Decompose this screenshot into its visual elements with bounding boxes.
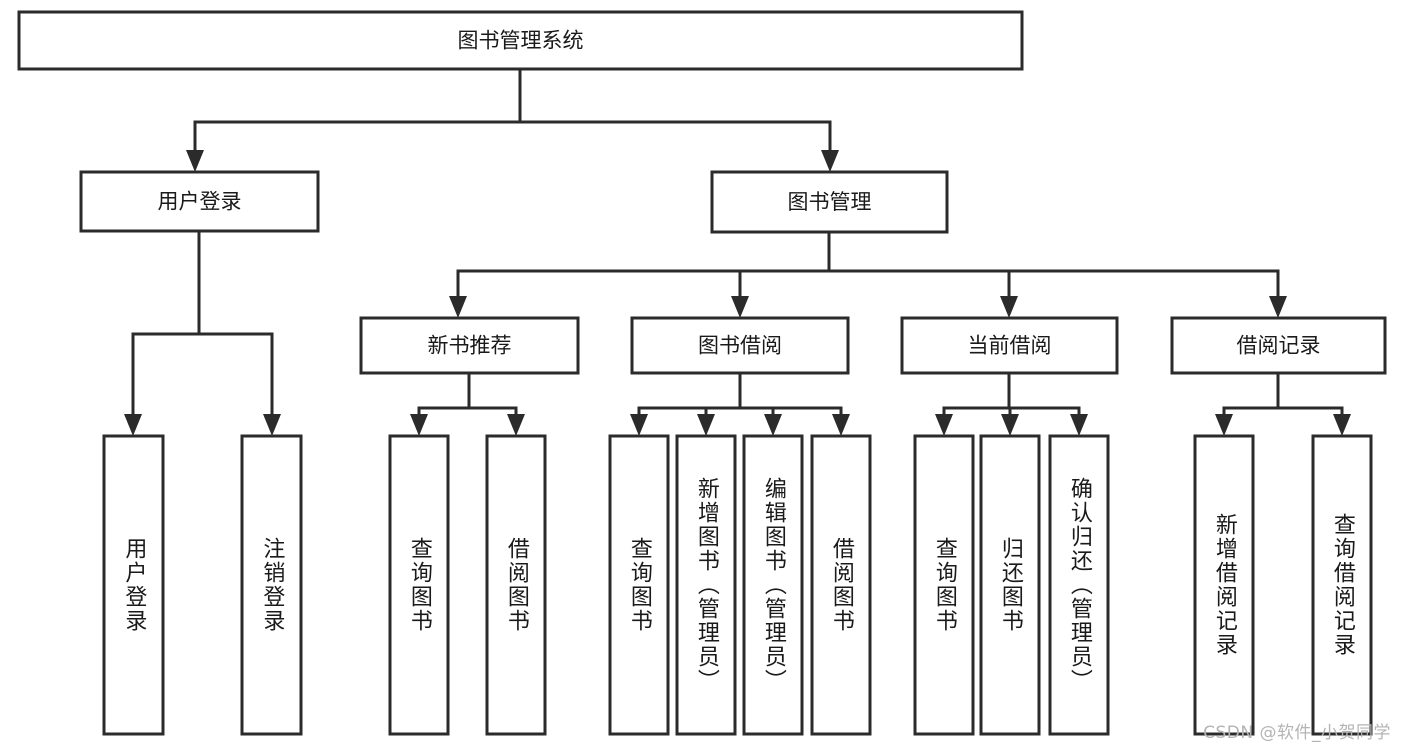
- node-book-manage-rect[interactable]: [710, 170, 949, 234]
- leaf-arrow-current-borrow-0: [935, 414, 953, 436]
- level3-arrow-0: [449, 296, 467, 318]
- node-user-login[interactable]: 用户登录: [79, 170, 320, 233]
- level3-arrow-3: [1269, 296, 1287, 318]
- node-book-manage[interactable]: 图书管理: [710, 170, 949, 234]
- leaf-add-book-admin-rect[interactable]: [675, 434, 737, 736]
- connectors-layer: [124, 67, 1351, 436]
- leaf-arrow-current-borrow-1: [1001, 414, 1019, 436]
- user-login-arrow-1: [263, 414, 281, 436]
- node-new-book-recommend[interactable]: 新书推荐: [359, 316, 580, 375]
- leaf-arrow-new-book-recommend-0: [410, 414, 428, 436]
- node-borrow-record-label: 借阅记录: [1237, 334, 1321, 358]
- level2-arrow-1: [821, 150, 839, 172]
- leaf-query-book-1-rect[interactable]: [388, 434, 450, 736]
- level3-arrow-1: [731, 296, 749, 318]
- node-book-borrow-label: 图书借阅: [698, 334, 782, 358]
- user-login-arrow-0: [124, 414, 142, 436]
- leaf-borrow-book-2-rect[interactable]: [810, 434, 872, 736]
- node-new-book-recommend-rect[interactable]: [359, 316, 580, 375]
- leaf-query-book-3-rect[interactable]: [913, 434, 975, 736]
- leaf-arrow-book-borrow-1: [697, 414, 715, 436]
- leaf-query-borrow-record-rect[interactable]: [1311, 434, 1373, 736]
- leaf-arrow-book-borrow-3: [832, 414, 850, 436]
- node-current-borrow-rect[interactable]: [900, 316, 1119, 375]
- node-borrow-record[interactable]: 借阅记录: [1170, 316, 1387, 375]
- level3-arrow-2: [1000, 296, 1018, 318]
- node-book-manage-label: 图书管理: [788, 190, 872, 214]
- leaf-borrow-book-1-rect[interactable]: [485, 434, 547, 736]
- node-current-borrow-label: 当前借阅: [968, 334, 1052, 358]
- leaf-add-borrow-record-rect[interactable]: [1193, 434, 1255, 736]
- leaf-user-login-do-rect[interactable]: [102, 434, 165, 736]
- node-root-label: 图书管理系统: [458, 29, 584, 53]
- node-book-borrow-rect[interactable]: [630, 316, 850, 375]
- node-user-login-rect[interactable]: [79, 170, 320, 233]
- leaf-edit-book-admin-rect[interactable]: [742, 434, 804, 736]
- leaf-arrow-book-borrow-0: [630, 414, 648, 436]
- leaf-arrow-borrow-record-1: [1333, 414, 1351, 436]
- node-new-book-recommend-label: 新书推荐: [428, 334, 512, 358]
- node-book-borrow[interactable]: 图书借阅: [630, 316, 850, 375]
- node-root-rect[interactable]: [17, 10, 1024, 71]
- node-user-login-label: 用户登录: [158, 190, 242, 214]
- node-root[interactable]: 图书管理系统: [17, 10, 1024, 71]
- level2-arrow-0: [186, 150, 204, 172]
- leaf-arrow-borrow-record-0: [1215, 414, 1233, 436]
- leaf-arrow-new-book-recommend-1: [507, 414, 525, 436]
- leaf-arrow-book-borrow-2: [764, 414, 782, 436]
- leaf-confirm-return-admin-rect[interactable]: [1048, 434, 1110, 736]
- node-current-borrow[interactable]: 当前借阅: [900, 316, 1119, 375]
- leaf-query-book-2-rect[interactable]: [608, 434, 670, 736]
- node-borrow-record-rect[interactable]: [1170, 316, 1387, 375]
- leaf-user-logout-rect[interactable]: [240, 434, 303, 736]
- leaf-arrow-current-borrow-2: [1070, 414, 1088, 436]
- leaf-return-book-rect[interactable]: [979, 434, 1041, 736]
